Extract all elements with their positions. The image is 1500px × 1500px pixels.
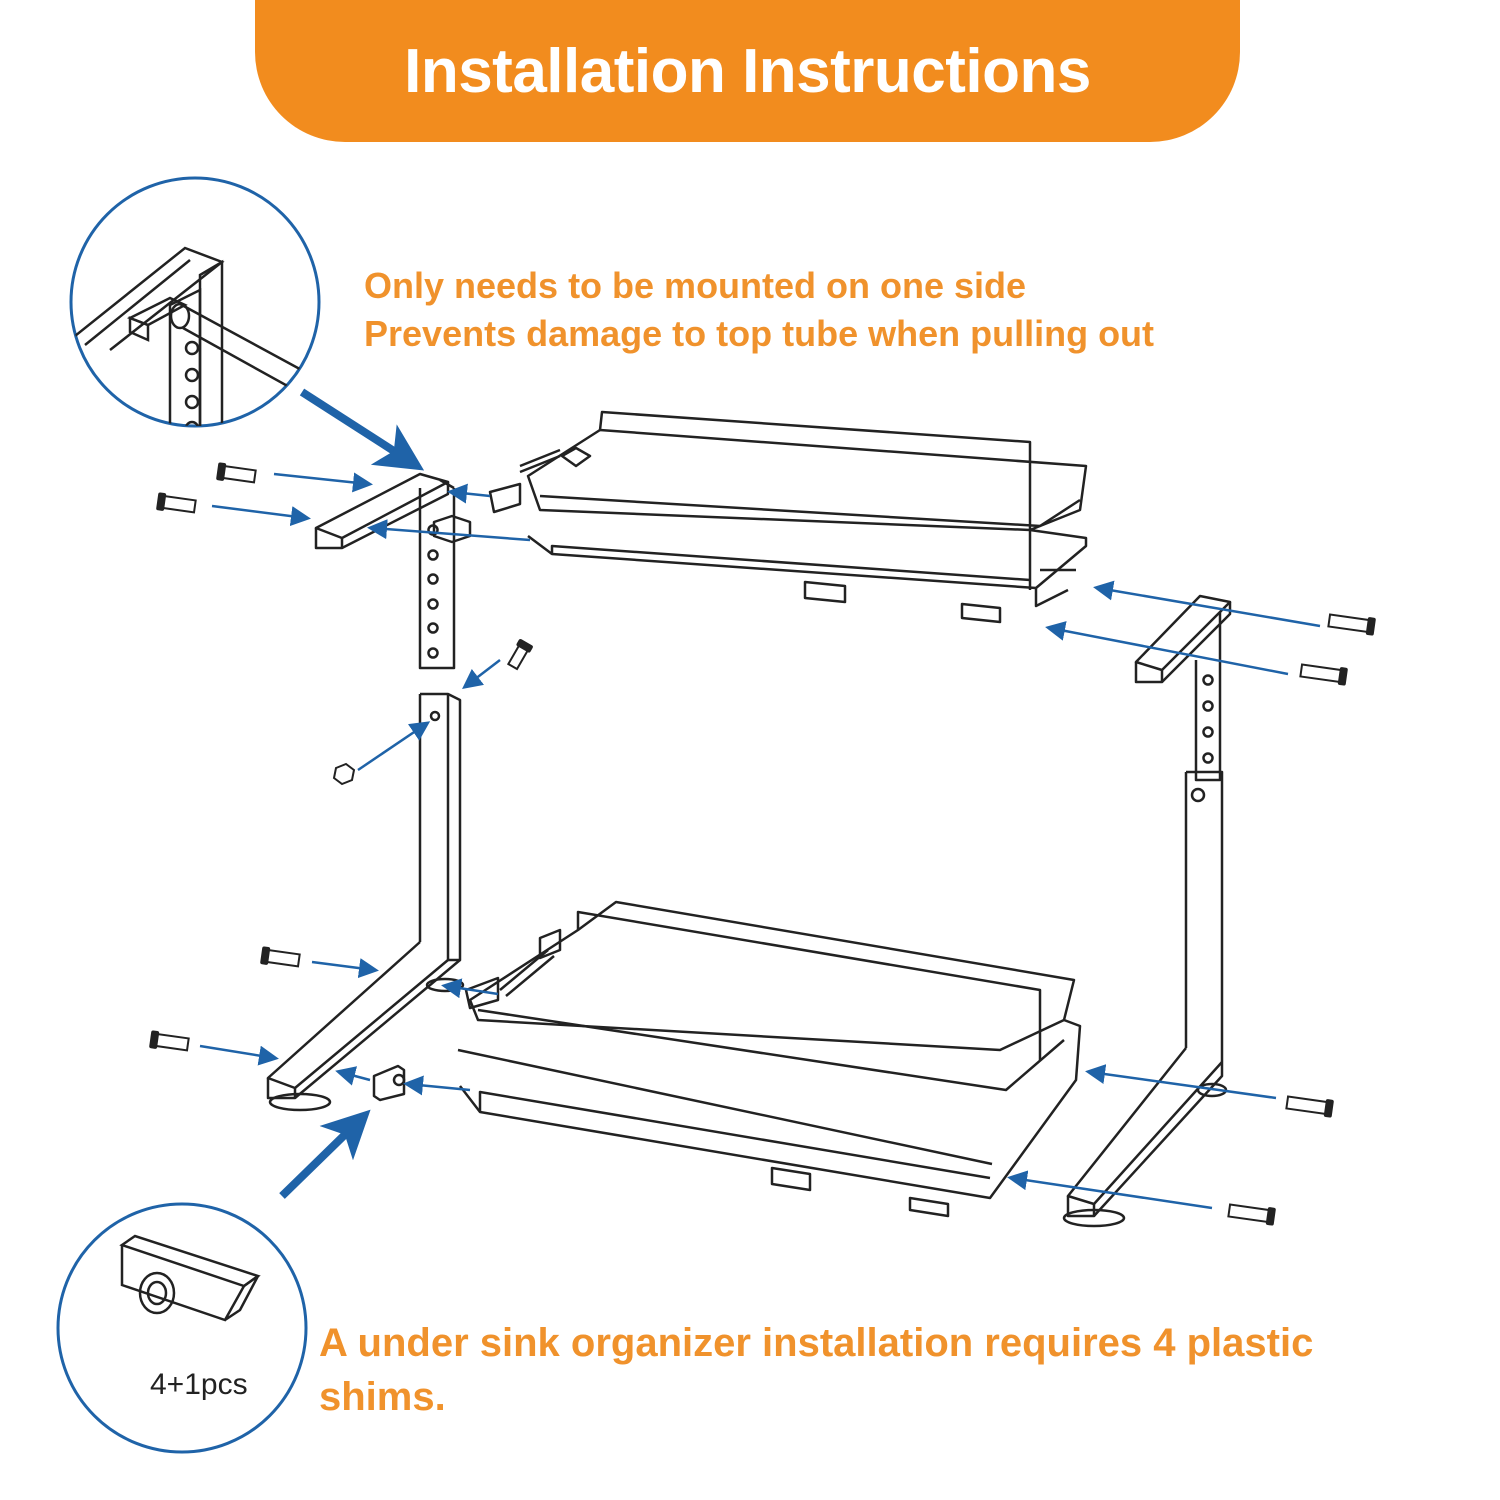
shim-note-line2: shims. — [319, 1375, 446, 1419]
top-tube-detail-callout — [69, 176, 321, 428]
left-lower-leg — [266, 692, 465, 1112]
bottom-basket — [372, 900, 1082, 1218]
insertion-arrows — [199, 472, 1321, 1210]
bracket-closeup-icon — [71, 246, 319, 426]
mounting-note: Only needs to be mounted on one side Pre… — [364, 262, 1154, 358]
page-title: Installation Instructions — [404, 37, 1091, 106]
right-lower-leg — [1062, 770, 1228, 1228]
mounting-note-line1: Only needs to be mounted on one side — [364, 265, 1027, 306]
top-basket — [488, 410, 1088, 624]
shim-note: A under sink organizer installation requ… — [319, 1316, 1313, 1424]
right-upper-bracket — [1134, 594, 1232, 782]
bolts — [149, 462, 1376, 1226]
mounting-note-line2: Prevents damage to top tube when pulling… — [364, 313, 1155, 354]
frame-parts — [266, 410, 1232, 1228]
plastic-shim-icon — [119, 1234, 261, 1322]
pointer-arrow-bottom — [279, 1109, 371, 1199]
title-banner — [255, 0, 1240, 142]
plastic-shim-detail-callout — [56, 1202, 308, 1454]
shim-note-line1: A under sink organizer installation requ… — [319, 1321, 1314, 1365]
pointer-arrow-top — [299, 388, 425, 471]
shim-quantity-label: 4+1pcs — [150, 1368, 248, 1401]
left-upper-bracket — [314, 472, 472, 670]
